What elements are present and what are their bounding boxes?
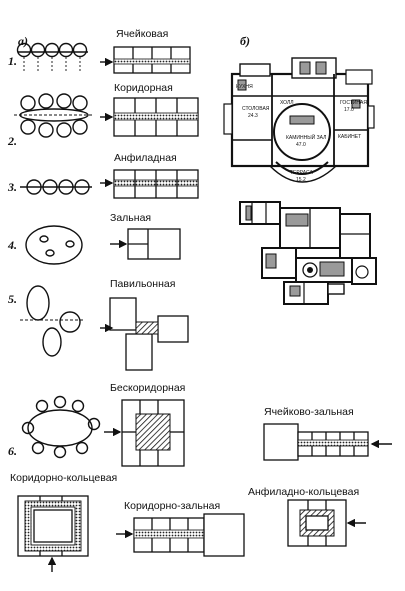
scheme-number-6: 6.: [8, 444, 17, 458]
scheme-4-graphic: [25, 225, 181, 265]
plan-room-dining: СТОЛОВАЯ: [242, 106, 270, 112]
scheme-label-corridor: Коридорная: [114, 82, 173, 94]
scheme-number-5: 5.: [8, 292, 17, 306]
plan-room-kitchen: КУХНЯ: [236, 84, 253, 90]
scheme-label-corridor-ring: Коридорно-кольцевая: [10, 472, 118, 484]
scheme-1-graphic: [16, 42, 191, 74]
scheme-label-enfilade: Анфиладная: [114, 152, 177, 164]
plan-room-lobby: ХОЛЛ: [280, 100, 294, 106]
plan-room-cabinet: КАБИНЕТ: [338, 134, 362, 140]
scheme-label-cell-hall: Ячейково-зальная: [264, 406, 354, 418]
scheme-label-enfilade-ring: Анфиладно-кольцевая: [248, 486, 360, 498]
scheme-6-graphic: [21, 395, 185, 467]
scheme-label-hall: Зальная: [110, 212, 152, 224]
scheme-2-graphic: [14, 93, 199, 138]
scheme-number-2: 2.: [8, 134, 17, 148]
plan-room-guest-area: 17.0: [344, 107, 354, 113]
panel-label-a: а): [18, 34, 28, 48]
plan-room-dining-area: 24.3: [248, 113, 258, 119]
enfilade-ring-graphic: [287, 499, 366, 547]
scheme-number-1: 1.: [8, 54, 17, 68]
plan-room-guest: ГОСТИНАЯ: [340, 100, 367, 106]
corridor-hall-graphic: [116, 513, 245, 557]
scheme-label-cell: Ячейковая: [116, 28, 169, 40]
scheme-label-pavilion: Павильонная: [110, 278, 176, 290]
scheme-label-corridor-hall: Коридорно-зальная: [124, 500, 221, 512]
scheme-5-graphic: [20, 285, 189, 371]
scheme-label-corridorless: Бескоридорная: [110, 382, 186, 394]
plan-room-terrace: ТЕРРАСА: [290, 170, 313, 176]
plan-room-hall: КАМИННЫЙ ЗАЛ: [286, 135, 327, 141]
corridor-ring-graphic: [17, 495, 89, 572]
plan-room-hall-area: 47.0: [296, 142, 306, 148]
scheme-number-3: 3.: [8, 180, 17, 194]
scheme-3-graphic: [20, 169, 199, 199]
villa-plan-graphic: [223, 57, 375, 183]
complex-plan-graphic: [239, 201, 377, 305]
panel-label-b: б): [240, 34, 250, 48]
scheme-number-4: 4.: [8, 238, 17, 252]
plan-room-terrace-area: 15.2: [296, 177, 306, 183]
cell-hall-graphic: [263, 423, 392, 461]
